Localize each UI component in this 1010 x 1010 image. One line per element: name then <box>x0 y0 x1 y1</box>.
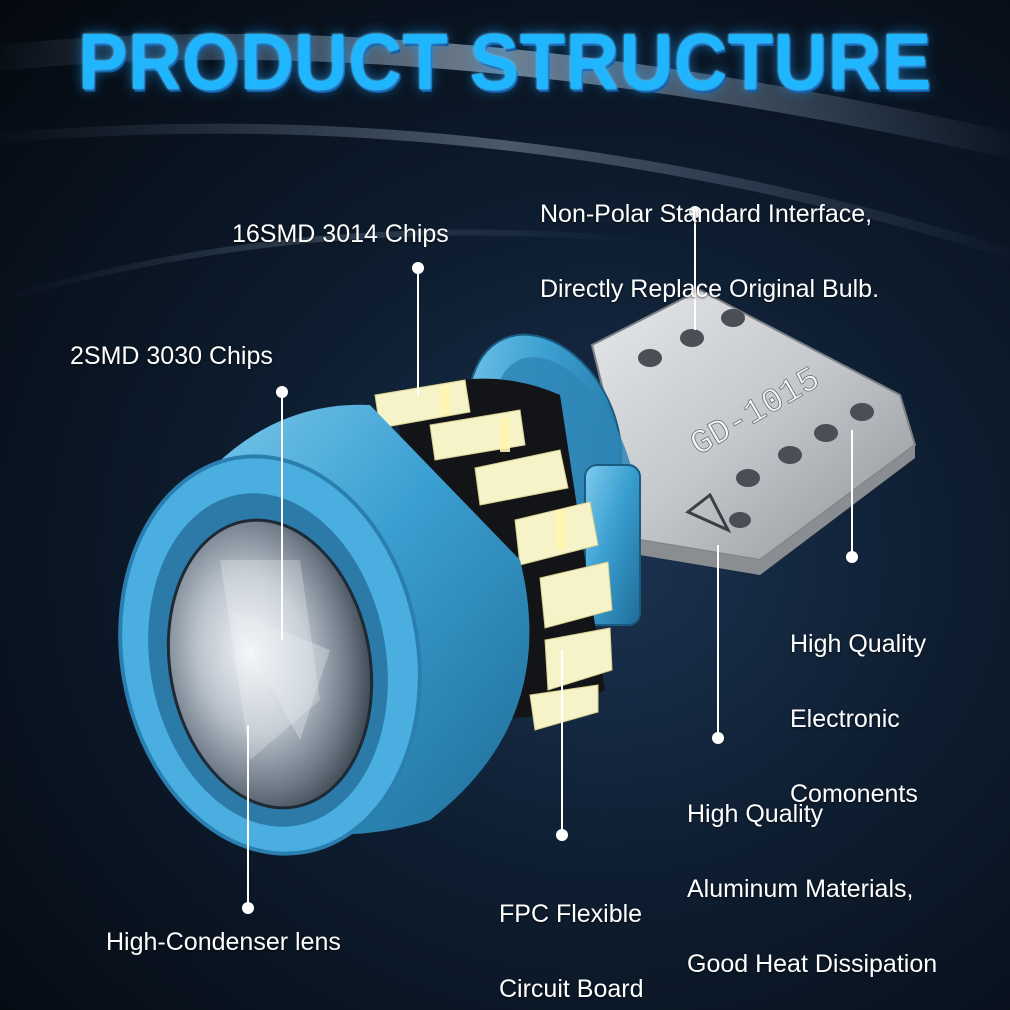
callout-leader-lines <box>247 212 853 908</box>
label-components-line3: Comonents <box>790 780 918 808</box>
label-interface: Non-Polar Standard Interface, Directly R… <box>540 152 879 352</box>
aluminum-housing <box>118 404 530 856</box>
wedge-base: GD-1015 <box>590 288 917 575</box>
label-aluminum-line2: Aluminum Materials, <box>687 875 914 903</box>
label-2smd-chips: 2SMD 3030 Chips <box>70 342 273 370</box>
label-condenser-lens: High-Condenser lens <box>106 928 341 956</box>
label-interface-line2: Directly Replace Original Bulb. <box>540 275 880 303</box>
label-fpc-line1: FPC Flexible <box>499 900 643 928</box>
label-electronic-components: High Quality Electronic Comonents <box>790 582 926 857</box>
callout-dots <box>242 206 858 914</box>
label-components-line2: Electronic <box>790 705 900 733</box>
condenser-lens <box>166 518 374 810</box>
label-aluminum-line1: High Quality <box>687 800 824 828</box>
label-interface-line1: Non-Polar Standard Interface, <box>540 200 873 228</box>
label-fpc-line2: Circuit Board <box>499 975 644 1003</box>
label-components-line1: High Quality <box>790 630 927 658</box>
page-title: PRODUCT STRUCTURE <box>78 17 932 106</box>
label-fpc-board: FPC Flexible Circuit Board <box>499 852 644 1010</box>
label-aluminum-materials: High Quality Aluminum Materials, Good He… <box>687 752 937 1010</box>
label-16smd-chips: 16SMD 3014 Chips <box>232 220 449 248</box>
label-aluminum-line3: Good Heat Dissipation <box>687 950 938 978</box>
